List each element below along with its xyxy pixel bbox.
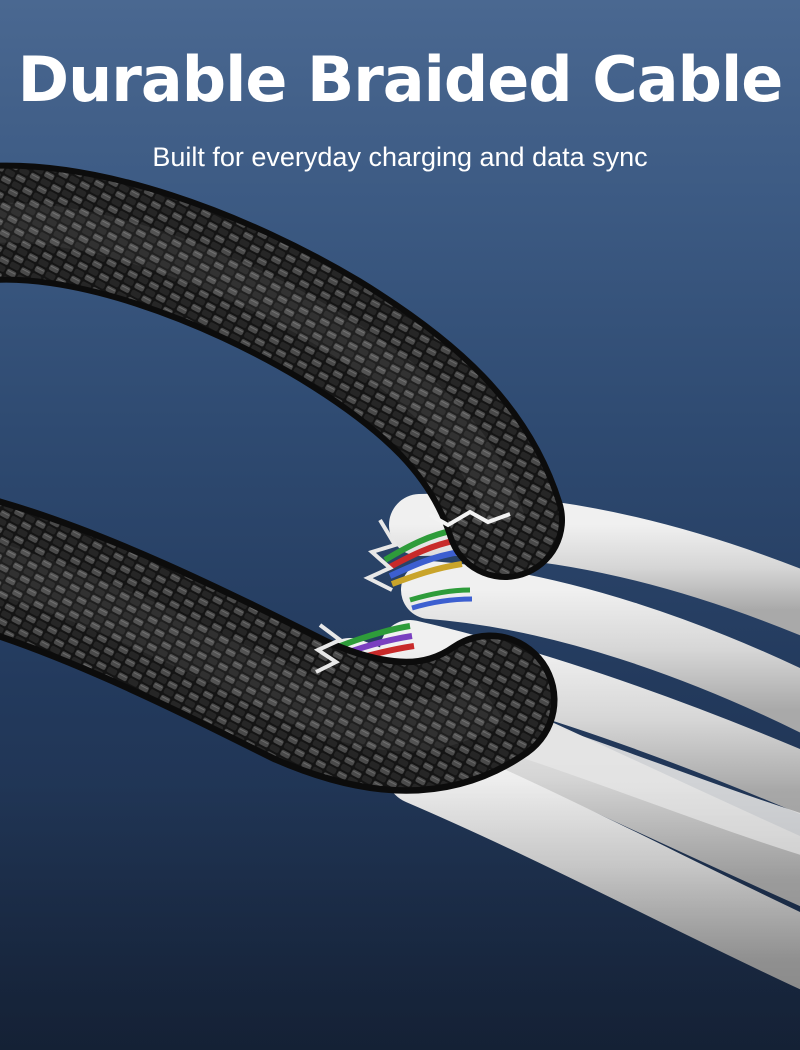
frayed-sleeve-ends (313, 509, 511, 674)
subheadline: Built for everyday charging and data syn… (152, 142, 648, 172)
braided-cable-lower (0, 498, 558, 794)
vignette (0, 780, 800, 1050)
braided-cable-upper (0, 162, 565, 580)
headline: Durable Braided Cable (17, 43, 784, 116)
